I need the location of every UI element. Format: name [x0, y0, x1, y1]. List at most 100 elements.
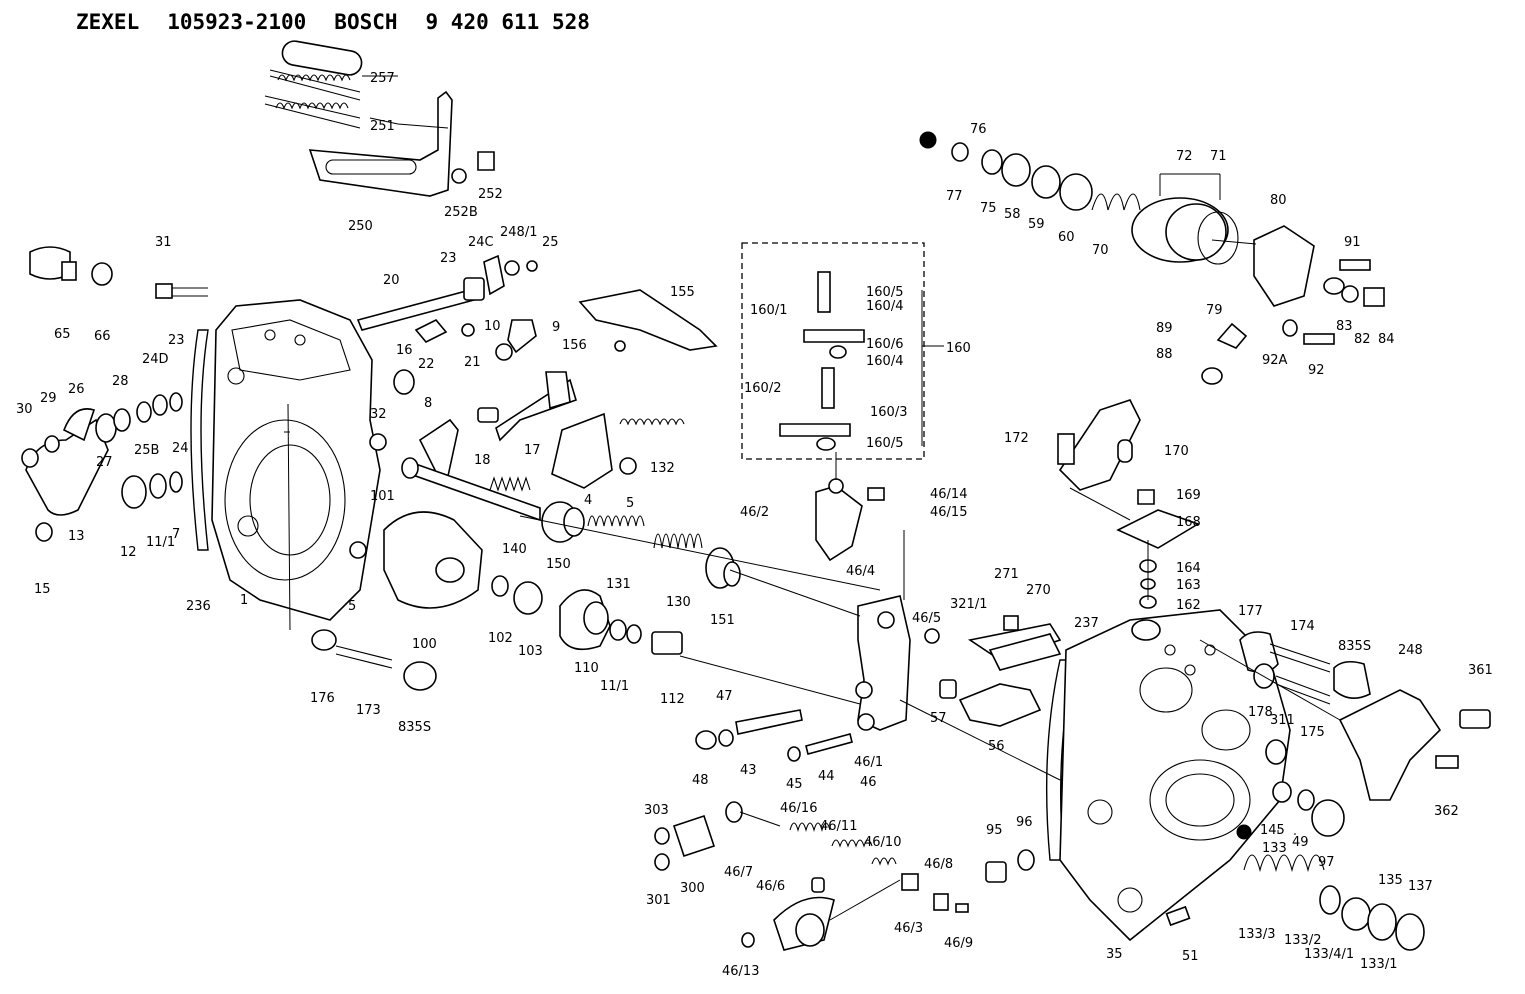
- callout-label: 8: [424, 396, 432, 411]
- callout-label: 46: [860, 775, 877, 790]
- callout-label: 270: [1026, 583, 1051, 598]
- callout-label: 66: [94, 329, 111, 344]
- callout-label: 160/5: [866, 285, 903, 300]
- callout-label: 24C: [468, 235, 494, 250]
- callout-label: 15: [34, 582, 51, 597]
- callout-label: 46/10: [864, 835, 901, 850]
- callout-label: 46/7: [724, 865, 753, 880]
- callout-label: 60: [1058, 230, 1075, 245]
- callout-label: 100: [412, 637, 437, 652]
- callout-label: 835S: [398, 720, 431, 735]
- callout-label: 57: [930, 711, 947, 726]
- callout-label: 82: [1354, 332, 1371, 347]
- callout-label: 176: [310, 691, 335, 706]
- lever-46-2: [815, 478, 885, 562]
- callout-label: 178: [1248, 705, 1273, 720]
- callout-label: 160/2: [744, 381, 781, 396]
- callout-label: 169: [1176, 488, 1201, 503]
- callout-label: 321/1: [950, 597, 987, 612]
- callout-label: 77: [946, 189, 963, 204]
- callout-label: 46/3: [894, 921, 923, 936]
- lower-center-parts: [654, 709, 969, 951]
- callout-label: 65: [54, 327, 71, 342]
- callout-label: 160/4: [866, 299, 903, 314]
- callout-label: 252B: [444, 205, 478, 220]
- lever-155: [578, 289, 718, 352]
- callout-label: 23: [440, 251, 457, 266]
- callout-label: 172: [1004, 431, 1029, 446]
- callout-label: 101: [370, 489, 395, 504]
- callout-label: 46/6: [756, 879, 785, 894]
- callout-labels: 257 251 252 252B 250 31 65 66 20 23 24C …: [16, 71, 1493, 979]
- callout-label: 137: [1408, 879, 1433, 894]
- callout-label: 112: [660, 692, 685, 707]
- callout-label: 25B: [134, 443, 159, 458]
- callout-label: 46/11: [820, 819, 857, 834]
- callout-label: 110: [574, 661, 599, 676]
- callout-label: 168: [1176, 515, 1201, 530]
- callout-label: 300: [680, 881, 705, 896]
- callout-label: 362: [1434, 804, 1459, 819]
- callout-label: 257: [370, 71, 395, 86]
- callout-label: 135: [1378, 873, 1403, 888]
- callout-label: 160/3: [870, 405, 907, 420]
- callout-label: 46/2: [740, 505, 769, 520]
- callout-label: 26: [68, 382, 85, 397]
- callout-label: 156: [562, 338, 587, 353]
- callout-label: 83: [1336, 319, 1353, 334]
- callout-label: 173: [356, 703, 381, 718]
- callout-label: 72: [1176, 149, 1193, 164]
- callout-label: 46/8: [924, 857, 953, 872]
- callout-label: 70: [1092, 243, 1109, 258]
- callout-label: 88: [1156, 347, 1173, 362]
- callout-label: 92: [1308, 363, 1325, 378]
- callout-label: 303: [644, 803, 669, 818]
- pump-housing-237: [1045, 609, 1291, 942]
- left-cluster-parts: [21, 246, 209, 551]
- callout-label: 76: [970, 122, 987, 137]
- callout-label: 84: [1378, 332, 1395, 347]
- callout-label: 250: [348, 219, 373, 234]
- callout-label: 96: [1016, 815, 1033, 830]
- callout-label: 89: [1156, 321, 1173, 336]
- callout-label: 252: [478, 187, 503, 202]
- bracket-170-and-plate-168: [1057, 399, 1200, 609]
- callout-label: 236: [186, 599, 211, 614]
- callout-label: 174: [1290, 619, 1315, 634]
- header-part-number-bosch: 9 420 611 528: [425, 10, 590, 34]
- callout-label: 271: [994, 567, 1019, 582]
- link-46: [855, 595, 940, 731]
- callout-label: 27: [96, 455, 113, 470]
- callout-label: 18: [474, 453, 491, 468]
- callout-label: 301: [646, 893, 671, 908]
- callout-label: 16: [396, 343, 413, 358]
- callout-label: 102: [488, 631, 513, 646]
- callout-label: 145: [1260, 823, 1285, 838]
- callout-label: 175: [1300, 725, 1325, 740]
- callout-label: 131: [606, 577, 631, 592]
- callout-label: 5: [348, 599, 356, 614]
- governor-linkage-upper: [356, 254, 685, 489]
- callout-label: 46/15: [930, 505, 967, 520]
- callout-label: 24D: [142, 352, 169, 367]
- callout-label: 24: [172, 441, 189, 456]
- callout-label: 35: [1106, 947, 1123, 962]
- callout-label: 58: [1004, 207, 1021, 222]
- callout-label: 155: [670, 285, 695, 300]
- callout-label: 133/4/1: [1304, 947, 1354, 962]
- callout-label: 20: [383, 273, 400, 288]
- callout-label: 23: [168, 333, 185, 348]
- callout-label: 59: [1028, 217, 1045, 232]
- callout-label: 11/1: [146, 535, 175, 550]
- callout-label: 133/2: [1284, 933, 1321, 948]
- diaphragm-assembly: [919, 131, 1385, 385]
- cam-and-lower-parts: [311, 511, 683, 691]
- callout-label: 46/13: [722, 964, 759, 979]
- callout-label: 46/1: [854, 755, 883, 770]
- callout-label: 160: [946, 341, 971, 356]
- pump-housing-1: [211, 299, 415, 621]
- callout-label: 140: [502, 542, 527, 557]
- callout-label: 48: [692, 773, 709, 788]
